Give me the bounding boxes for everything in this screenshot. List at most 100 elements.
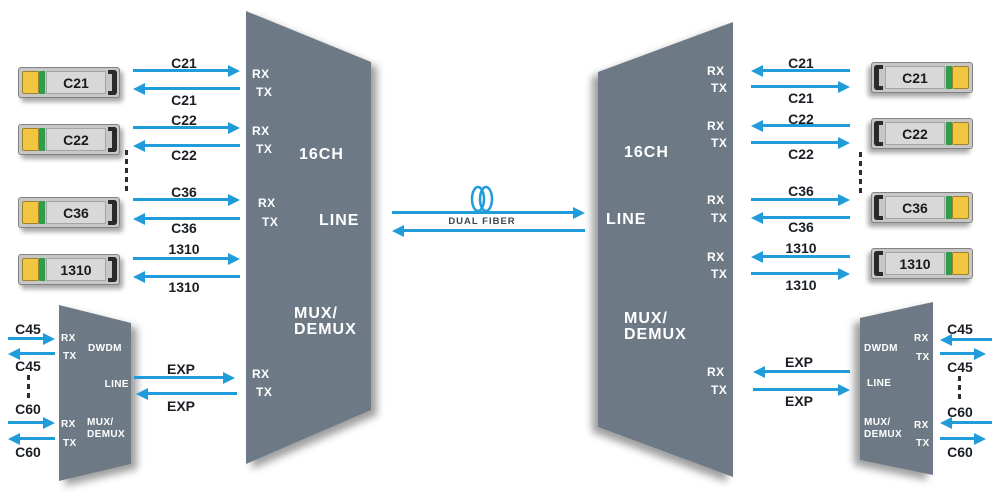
rx-port-label: RX	[61, 333, 76, 344]
transceiver-label: 1310	[60, 261, 92, 278]
more-channels-ellipsis	[958, 376, 961, 402]
channel-label: C45	[15, 321, 41, 337]
fiber-coil-icon	[470, 185, 494, 213]
transceiver-1310-left: 1310	[18, 254, 120, 285]
rx-port-label: RX	[707, 193, 725, 207]
transceiver-faceplate	[885, 252, 945, 275]
arrow-c36-to-mux	[751, 211, 850, 224]
green-stripe-icon	[946, 122, 952, 145]
arrow-c60-in	[940, 416, 992, 429]
arrow-c36-to-mux	[133, 193, 240, 206]
tx-port-label: TX	[256, 85, 273, 99]
channel-label: 1310	[785, 277, 817, 293]
channel-label: C36	[171, 220, 197, 236]
green-stripe-icon	[946, 196, 952, 219]
latch-icon	[108, 200, 117, 225]
panel-title-mux: MUX/	[87, 417, 114, 428]
tx-port-label: TX	[711, 211, 728, 225]
transceiver-c21-right: C21	[871, 62, 973, 93]
latch-icon	[874, 121, 883, 146]
arrow-mux-to-c21	[133, 82, 240, 95]
transceiver-c22-left: C22	[18, 124, 120, 155]
channel-label: C45	[947, 321, 973, 337]
exp-label: EXP	[166, 398, 195, 414]
channel-label: C22	[788, 111, 814, 127]
transceiver-label: C21	[902, 69, 928, 86]
transceiver-c22-right: C22	[871, 118, 973, 149]
arrow-c22-to-mux	[751, 119, 850, 132]
latch-icon	[874, 251, 883, 276]
mux-demux-panel-left	[246, 11, 371, 464]
tx-port-label: TX	[63, 438, 77, 449]
arrow-mux-to-c21	[751, 80, 850, 93]
channel-label: 1310	[785, 240, 817, 256]
transceiver-label: C36	[63, 204, 89, 221]
arrow-c45-out	[940, 347, 986, 360]
yellow-tab-icon	[22, 201, 39, 224]
green-stripe-icon	[946, 252, 952, 275]
tx-port-label: TX	[262, 215, 279, 229]
transceiver-label: 1310	[899, 255, 931, 272]
tx-port-label: TX	[63, 351, 77, 362]
arrow-mux-to-c22	[133, 139, 240, 152]
more-channels-ellipsis	[125, 150, 128, 192]
exp-label: EXP	[784, 354, 813, 370]
panel-title-demux: DEMUX	[624, 326, 687, 343]
panel-title-demux: DEMUX	[87, 429, 126, 440]
arrow-c21-to-mux	[133, 64, 240, 77]
arrow-mux-to-exp	[753, 383, 850, 396]
arrow-mux-to-1310	[133, 270, 240, 283]
dual-fiber-label: DUAL FIBER	[448, 216, 516, 227]
panel-title-line: LINE	[867, 378, 892, 389]
expansion-panel-left	[59, 305, 131, 481]
arrow-fiber-west	[392, 224, 585, 237]
yellow-tab-icon	[952, 196, 969, 219]
channel-label: C45	[947, 359, 973, 375]
arrow-mux-to-1310	[751, 267, 850, 280]
latch-icon	[108, 127, 117, 152]
rx-port-label: RX	[258, 196, 276, 210]
panel-title-dwdm: DWDM	[864, 343, 898, 354]
rx-port-label: RX	[252, 124, 270, 138]
tx-port-label: TX	[256, 385, 273, 399]
channel-label: C60	[15, 401, 41, 417]
arrow-c60-out	[940, 432, 986, 445]
yellow-tab-icon	[22, 71, 39, 94]
transceiver-c36-left: C36	[18, 197, 120, 228]
green-stripe-icon	[39, 258, 45, 281]
channel-label: C36	[171, 184, 197, 200]
panel-title-mux: MUX/	[624, 310, 668, 327]
transceiver-c21-left: C21	[18, 67, 120, 98]
green-stripe-icon	[39, 201, 45, 224]
channel-label: C21	[788, 55, 814, 71]
channel-label: C22	[171, 147, 197, 163]
channel-label: 1310	[168, 279, 200, 295]
yellow-tab-icon	[22, 258, 39, 281]
exp-label: EXP	[784, 393, 813, 409]
rx-port-label: RX	[707, 365, 725, 379]
channel-label: C60	[947, 404, 973, 420]
channel-label: C21	[788, 90, 814, 106]
transceiver-faceplate	[46, 201, 106, 224]
arrow-c22-to-mux	[133, 121, 240, 134]
arrow-c45-in	[940, 333, 992, 346]
channel-label: C22	[788, 146, 814, 162]
arrow-c45-in	[8, 332, 55, 345]
arrow-fiber-east	[392, 206, 585, 219]
tx-port-label: TX	[916, 352, 930, 363]
arrow-mux-to-exp	[136, 387, 237, 400]
panel-title-16ch: 16CH	[624, 144, 669, 161]
arrow-c21-to-mux	[751, 64, 850, 77]
more-channels-ellipsis	[27, 375, 30, 402]
transceiver-faceplate	[885, 66, 945, 89]
arrow-mux-to-c36	[751, 193, 850, 206]
latch-icon	[108, 257, 117, 282]
latch-icon	[874, 65, 883, 90]
transceiver-label: C22	[63, 131, 89, 148]
tx-port-label: TX	[711, 136, 728, 150]
rx-port-label: RX	[61, 419, 76, 430]
latch-icon	[108, 70, 117, 95]
transceiver-faceplate	[885, 196, 945, 219]
